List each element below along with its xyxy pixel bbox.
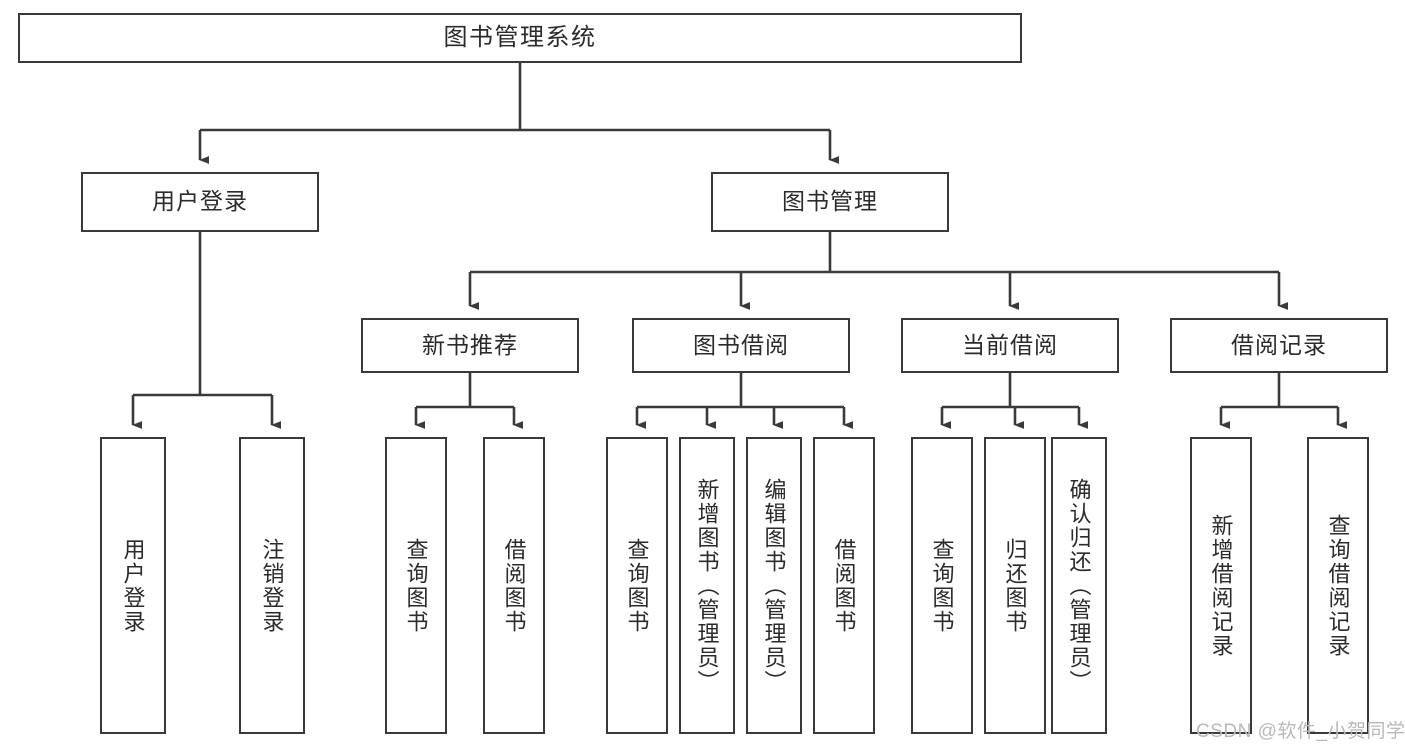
- node-label: 新书推荐: [422, 331, 518, 358]
- leaf-user-logout[interactable]: 注销登录: [239, 437, 305, 734]
- node-label: 归还图书: [1002, 537, 1028, 634]
- node-label: 用户登录: [152, 188, 248, 215]
- leaf-edit-book-admin[interactable]: 编辑图书（管理员）: [746, 437, 802, 734]
- node-label: 编辑图书（管理员）: [761, 477, 787, 694]
- node-new-book-recommend[interactable]: 新书推荐: [361, 318, 579, 373]
- node-current-borrow[interactable]: 当前借阅: [901, 318, 1119, 373]
- leaf-borrow-book-recommend[interactable]: 借阅图书: [483, 437, 545, 734]
- leaf-query-book-borrow[interactable]: 查询图书: [606, 437, 668, 734]
- node-label: 查询借阅记录: [1325, 513, 1351, 658]
- leaf-query-book-current[interactable]: 查询图书: [911, 437, 973, 734]
- leaf-user-login[interactable]: 用户登录: [100, 437, 166, 734]
- node-label: 图书借阅: [693, 331, 789, 358]
- node-label: 确认归还（管理员）: [1066, 477, 1092, 694]
- leaf-return-book[interactable]: 归还图书: [984, 437, 1046, 734]
- node-book-manage[interactable]: 图书管理: [711, 172, 949, 232]
- node-root-system[interactable]: 图书管理系统: [18, 13, 1022, 63]
- csdn-watermark: CSDN @软件_小贺同学: [1196, 721, 1405, 742]
- node-label: 借阅图书: [501, 537, 527, 634]
- node-label: 查询图书: [624, 537, 650, 634]
- node-label: 新增借阅记录: [1208, 513, 1234, 658]
- node-label: 借阅图书: [831, 537, 857, 634]
- leaf-borrow-book[interactable]: 借阅图书: [813, 437, 875, 734]
- leaf-confirm-return-admin[interactable]: 确认归还（管理员）: [1051, 437, 1107, 734]
- node-book-borrow[interactable]: 图书借阅: [632, 318, 850, 373]
- leaf-query-borrow-record[interactable]: 查询借阅记录: [1307, 437, 1369, 734]
- node-borrow-record[interactable]: 借阅记录: [1170, 318, 1388, 373]
- leaf-query-book-recommend[interactable]: 查询图书: [385, 437, 447, 734]
- node-label: 借阅记录: [1231, 331, 1327, 358]
- leaf-add-borrow-record[interactable]: 新增借阅记录: [1190, 437, 1252, 734]
- node-label: 注销登录: [259, 537, 285, 634]
- node-label: 新增图书（管理员）: [694, 477, 720, 694]
- node-label: 用户登录: [120, 537, 146, 634]
- leaf-add-book-admin[interactable]: 新增图书（管理员）: [679, 437, 735, 734]
- node-label: 图书管理: [782, 188, 878, 215]
- node-label: 当前借阅: [962, 331, 1058, 358]
- node-label: 查询图书: [929, 537, 955, 634]
- node-label: 图书管理系统: [443, 23, 597, 51]
- node-user-login[interactable]: 用户登录: [81, 172, 319, 232]
- node-label: 查询图书: [403, 537, 429, 634]
